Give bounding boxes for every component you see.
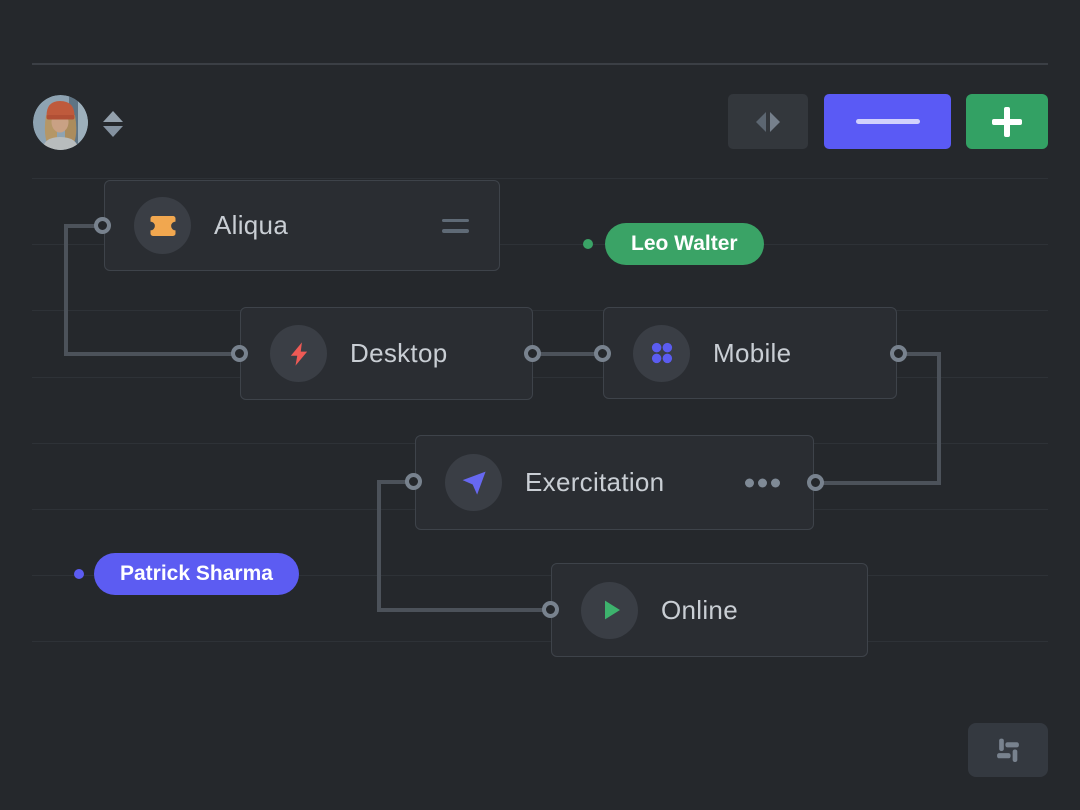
drag-handle-icon[interactable] bbox=[442, 218, 469, 233]
ellipsis-menu[interactable] bbox=[745, 478, 780, 487]
node-label: Aliqua bbox=[214, 210, 289, 240]
port-online-left[interactable] bbox=[542, 601, 559, 618]
status-dot bbox=[583, 239, 593, 249]
connection-wire bbox=[64, 352, 234, 356]
avatar-photo bbox=[33, 95, 88, 150]
play-icon bbox=[581, 581, 638, 639]
node-label: Online bbox=[661, 594, 738, 625]
arrow-left-icon bbox=[756, 111, 766, 132]
node-desktop[interactable]: Desktop bbox=[240, 307, 533, 400]
avatar[interactable] bbox=[33, 95, 88, 150]
port-mobile-right[interactable] bbox=[890, 345, 907, 362]
ticket-icon bbox=[134, 197, 191, 254]
port-mobile-left[interactable] bbox=[594, 345, 611, 362]
port-desktop-left[interactable] bbox=[231, 345, 248, 362]
badge-label: Patrick Sharma bbox=[120, 562, 273, 585]
sort-up-icon bbox=[103, 111, 123, 122]
node-online[interactable]: Online bbox=[551, 563, 868, 657]
sliders-icon bbox=[996, 738, 1019, 762]
grid-line bbox=[32, 641, 1048, 642]
badge-label: Leo Walter bbox=[631, 232, 738, 255]
status-dot bbox=[74, 569, 84, 579]
badge-leo-walter[interactable]: Leo Walter bbox=[605, 223, 764, 265]
grid-line bbox=[32, 377, 1048, 378]
grid-line bbox=[32, 244, 1048, 245]
sort-down-icon bbox=[103, 126, 123, 137]
connection-wire bbox=[377, 480, 408, 484]
dash-icon bbox=[855, 119, 920, 124]
node-exercitation[interactable]: Exercitation bbox=[415, 435, 814, 530]
connection-wire bbox=[377, 608, 545, 612]
node-aliqua[interactable]: Aliqua bbox=[104, 180, 500, 271]
arrow-right-icon bbox=[770, 111, 780, 132]
connection-wire bbox=[64, 224, 98, 228]
connection-wire bbox=[540, 352, 597, 356]
connection-wire bbox=[377, 480, 381, 612]
connection-wire bbox=[937, 352, 941, 485]
connection-wire bbox=[64, 224, 68, 356]
node-label: Exercitation bbox=[525, 467, 665, 497]
settings-button[interactable] bbox=[968, 723, 1048, 777]
node-label: Desktop bbox=[350, 338, 448, 368]
plus-icon bbox=[992, 106, 1022, 137]
lightning-icon bbox=[270, 325, 327, 382]
node-label: Mobile bbox=[713, 337, 792, 368]
node-mobile[interactable]: Mobile bbox=[603, 307, 897, 399]
connection-wire bbox=[906, 352, 941, 356]
grid-line bbox=[32, 575, 1048, 576]
grid-line bbox=[32, 310, 1048, 311]
primary-action-button[interactable] bbox=[824, 94, 951, 149]
grid-dots-icon bbox=[633, 324, 690, 382]
grid-line bbox=[32, 178, 1048, 179]
collapse-expand-button[interactable] bbox=[728, 94, 808, 149]
navigation-icon bbox=[445, 454, 502, 511]
sort-toggle[interactable] bbox=[103, 111, 123, 137]
badge-patrick-sharma[interactable]: Patrick Sharma bbox=[94, 553, 299, 595]
connection-wire bbox=[823, 481, 941, 485]
port-exercitation-right[interactable] bbox=[807, 474, 824, 491]
port-exercitation-left[interactable] bbox=[405, 473, 422, 490]
add-node-button[interactable] bbox=[966, 94, 1048, 149]
header-separator bbox=[32, 63, 1048, 65]
port-desktop-right[interactable] bbox=[524, 345, 541, 362]
port-aliqua-left[interactable] bbox=[94, 217, 111, 234]
